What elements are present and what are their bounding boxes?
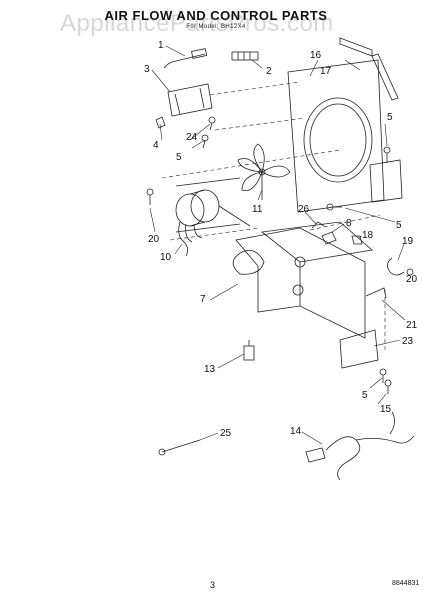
- document-code: 8844831: [392, 580, 420, 587]
- callout-25: 25: [220, 428, 232, 439]
- callout-26: 26: [298, 204, 310, 215]
- leader-lines: [149, 45, 406, 445]
- screw-parts: [146, 116, 414, 394]
- callout-5-c: 5: [396, 220, 402, 231]
- callout-23: 23: [402, 336, 414, 347]
- diagram-title: AIR FLOW AND CONTROL PARTS: [104, 8, 328, 23]
- page-number: 3: [210, 580, 216, 590]
- callout-19: 19: [402, 236, 414, 247]
- part-26-clip: [311, 221, 325, 229]
- callout-2: 2: [266, 66, 272, 77]
- part-7-control-box-housing: [232, 221, 373, 339]
- part-2-connector: [231, 51, 259, 61]
- callout-24: 24: [186, 132, 198, 143]
- diagram-subtitle: For Model: BH12X4: [186, 24, 246, 30]
- callout-1: 1: [158, 40, 164, 51]
- part-19-cord-clip: [387, 257, 405, 276]
- callout-5-a: 5: [176, 152, 182, 163]
- part-25-screw: [158, 439, 201, 456]
- part-14-power-cord: [305, 411, 415, 481]
- callout-11: 11: [252, 204, 263, 215]
- callout-18: 18: [362, 230, 374, 241]
- part-1-thermostat-bulb: [163, 48, 208, 69]
- callout-10: 10: [160, 252, 172, 263]
- part-13-capacitor: [243, 340, 255, 361]
- part-21-bracket: [365, 287, 387, 299]
- callout-3: 3: [144, 64, 150, 75]
- part-4-clip: [155, 116, 166, 129]
- callout-numbers: 1 2 3 4 5 5 5 5 7 8 10 11 13 14 15 16 17…: [144, 40, 418, 439]
- callout-5-b: 5: [387, 112, 393, 123]
- alignment-lines: [161, 81, 386, 350]
- callout-8: 8: [346, 218, 352, 229]
- callout-20-a: 20: [148, 234, 160, 245]
- callout-17: 17: [320, 66, 332, 77]
- callout-13: 13: [204, 364, 216, 375]
- part-10-fan-motor: [175, 177, 251, 257]
- part-16-orifice-panel: [287, 59, 403, 213]
- part-17-gasket: [339, 37, 399, 101]
- part-11-fan-blade: [237, 143, 291, 200]
- callout-15: 15: [380, 404, 392, 415]
- callout-5-d: 5: [362, 390, 368, 401]
- part-8-clip: [321, 231, 337, 245]
- callout-21: 21: [406, 320, 418, 331]
- callout-4: 4: [153, 140, 159, 151]
- part-3-control-bracket: [167, 83, 213, 117]
- part-18-bushing: [351, 235, 363, 245]
- callout-20-b: 20: [406, 274, 418, 285]
- part-23-side-bracket: [339, 329, 379, 369]
- callout-16: 16: [310, 50, 322, 61]
- callout-7: 7: [200, 294, 206, 305]
- callout-14: 14: [290, 426, 302, 437]
